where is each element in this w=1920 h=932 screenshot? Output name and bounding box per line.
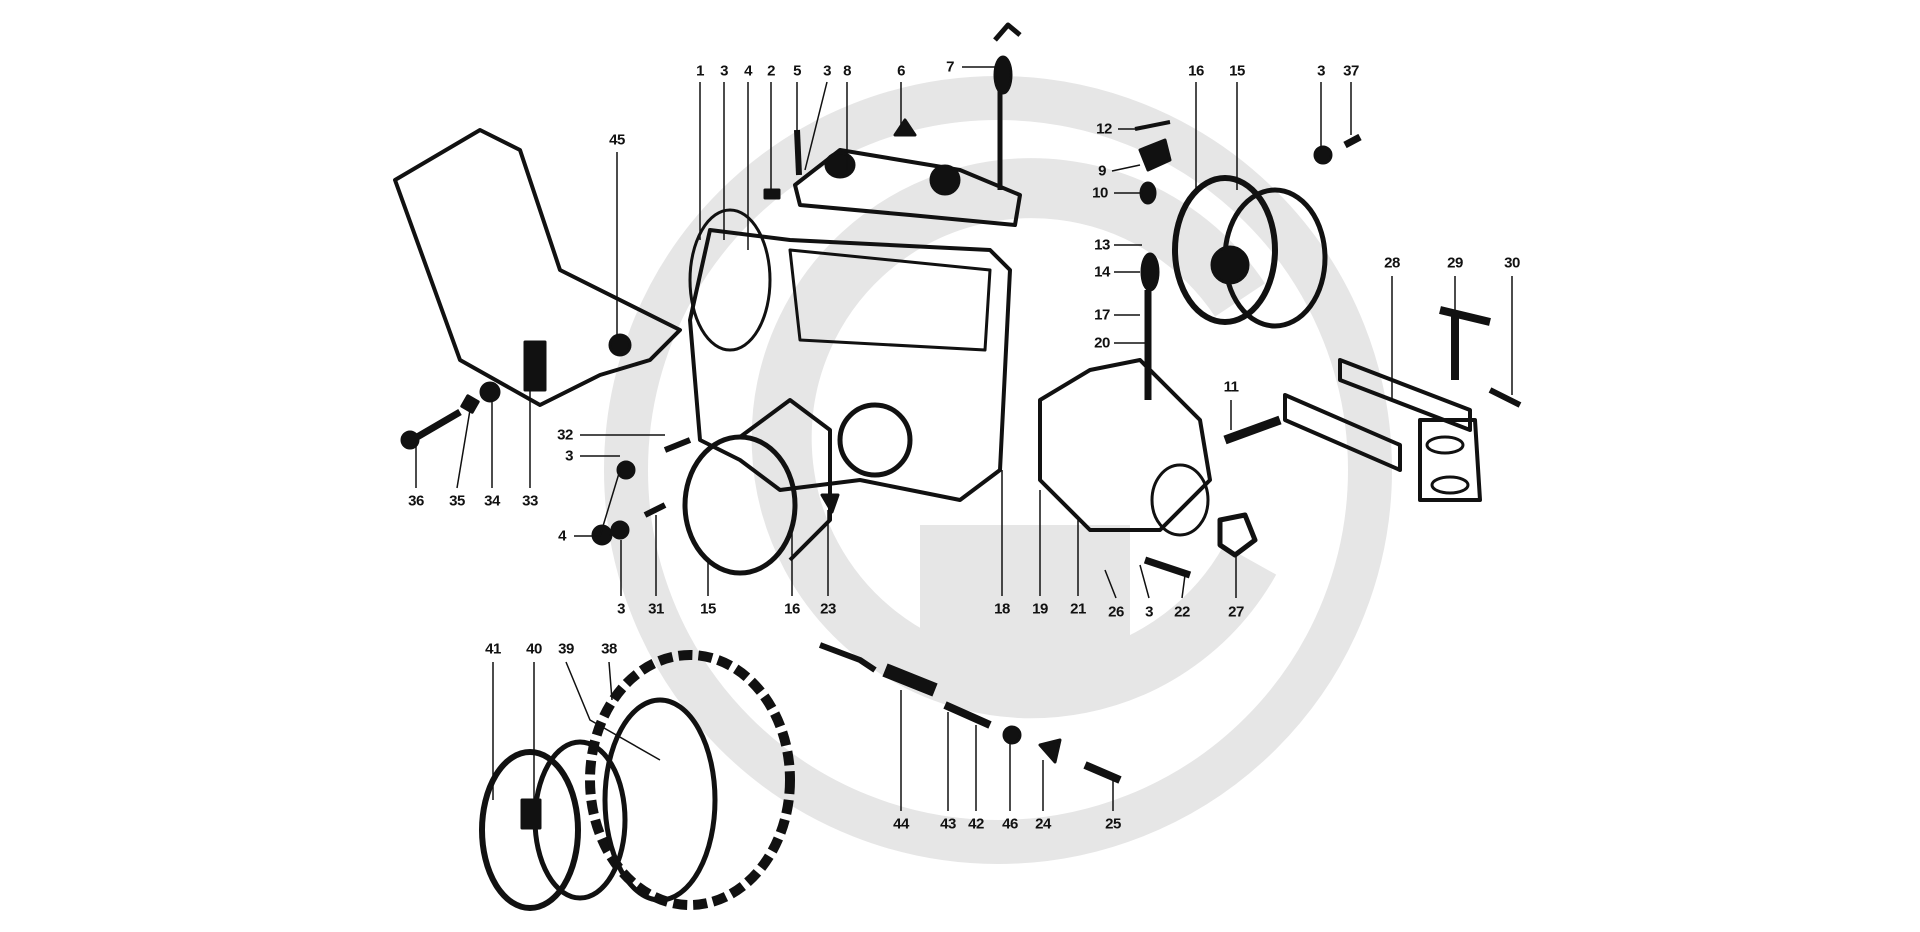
- callout-44: 44: [893, 815, 909, 833]
- bolt-5: [794, 129, 802, 176]
- callout-43: 43: [940, 815, 956, 833]
- callout-9: 9: [1098, 162, 1106, 180]
- stud-32: [663, 437, 692, 453]
- axle-shaft: [818, 642, 877, 673]
- callout-26: 26: [1108, 603, 1124, 621]
- callout-11: 11: [1223, 378, 1239, 396]
- pin-2: [763, 188, 781, 200]
- callout-1: 1: [696, 62, 704, 80]
- callout-18: 18: [994, 600, 1010, 618]
- brake-plate-16: [1172, 175, 1278, 325]
- callout-17: 17: [1094, 306, 1110, 324]
- clip-30: [1488, 387, 1522, 408]
- callout-30: 30: [1504, 254, 1520, 272]
- hitch-pin-29: [1439, 306, 1491, 380]
- callout-41: 41: [485, 640, 501, 658]
- hitch-bracket-28: [1283, 393, 1402, 472]
- callout-15: 15: [1229, 62, 1245, 80]
- callout-19: 19: [1032, 600, 1048, 618]
- callout-27: 27: [1228, 603, 1244, 621]
- callout-7: 7: [946, 58, 954, 76]
- callout-15: 15: [700, 600, 716, 618]
- rim-39: [602, 697, 718, 903]
- callout-34: 34: [484, 492, 500, 510]
- callout-3: 3: [1145, 603, 1153, 621]
- nut-34: [479, 381, 501, 403]
- callout-24: 24: [1035, 815, 1051, 833]
- callout-28: 28: [1384, 254, 1400, 272]
- callout-3: 3: [565, 447, 573, 465]
- housing-flange: [688, 208, 772, 352]
- callout-10: 10: [1092, 184, 1108, 202]
- callout-23: 23: [820, 600, 836, 618]
- bolt-36: [410, 408, 462, 444]
- leader-lines: [415, 66, 1513, 811]
- callout-33: 33: [522, 492, 538, 510]
- callout-5: 5: [793, 62, 801, 80]
- hub-cap-27: [1217, 512, 1258, 558]
- callout-14: 14: [1094, 263, 1110, 281]
- pin-25: [1083, 761, 1122, 784]
- pin-12: [1134, 120, 1171, 131]
- callout-4: 4: [558, 527, 566, 545]
- nut-3b: [1313, 145, 1333, 165]
- fork-9: [1138, 138, 1172, 172]
- wheel-disc-41: [479, 749, 581, 911]
- callout-31: 31: [648, 600, 664, 618]
- gearbox-housing: [688, 228, 1012, 502]
- top-cover-8: [793, 148, 1022, 227]
- seat-bracket: [523, 340, 547, 392]
- callout-37: 37: [1343, 62, 1359, 80]
- nut-46: [1002, 725, 1022, 745]
- shaft-part-14: [1140, 252, 1160, 292]
- callout-39: 39: [558, 640, 574, 658]
- callout-46: 46: [1002, 815, 1018, 833]
- callout-36: 36: [408, 492, 424, 510]
- callout-22: 22: [1174, 603, 1190, 621]
- nut-4: [591, 524, 613, 546]
- callout-2: 2: [767, 62, 775, 80]
- callout-3: 3: [1317, 62, 1325, 80]
- callout-4: 4: [744, 62, 752, 80]
- callout-38: 38: [601, 640, 617, 658]
- callout-6: 6: [897, 62, 905, 80]
- callout-3: 3: [617, 600, 625, 618]
- callout-32: 32: [557, 426, 573, 444]
- bolt-11: [1223, 415, 1282, 445]
- seat-knob: [608, 333, 632, 357]
- bolt-37: [1343, 133, 1362, 149]
- callout-8: 8: [843, 62, 851, 80]
- callout-16: 16: [1188, 62, 1204, 80]
- final-drive-housing-19: [1038, 358, 1212, 532]
- callout-29: 29: [1447, 254, 1463, 272]
- bolt-22: [1143, 556, 1192, 579]
- callout-3: 3: [720, 62, 728, 80]
- knob-6: [893, 118, 917, 137]
- seat-part: [393, 128, 682, 407]
- callout-42: 42: [968, 815, 984, 833]
- tire-38: [585, 650, 795, 910]
- plug-23: [820, 493, 840, 514]
- washer-35: [460, 394, 480, 414]
- spring-43: [943, 701, 992, 729]
- callout-45: 45: [609, 131, 625, 149]
- nut-3a: [616, 460, 636, 480]
- callout-20: 20: [1094, 334, 1110, 352]
- callout-25: 25: [1105, 815, 1121, 833]
- callout-35: 35: [449, 492, 465, 510]
- callout-3: 3: [823, 62, 831, 80]
- callout-40: 40: [526, 640, 542, 658]
- sleeve-44: [882, 663, 938, 697]
- stud-31: [643, 502, 667, 518]
- cap-24: [1038, 738, 1062, 764]
- callout-12: 12: [1096, 120, 1112, 138]
- callout-16: 16: [784, 600, 800, 618]
- callout-21: 21: [1070, 600, 1086, 618]
- callout-13: 13: [1094, 236, 1110, 254]
